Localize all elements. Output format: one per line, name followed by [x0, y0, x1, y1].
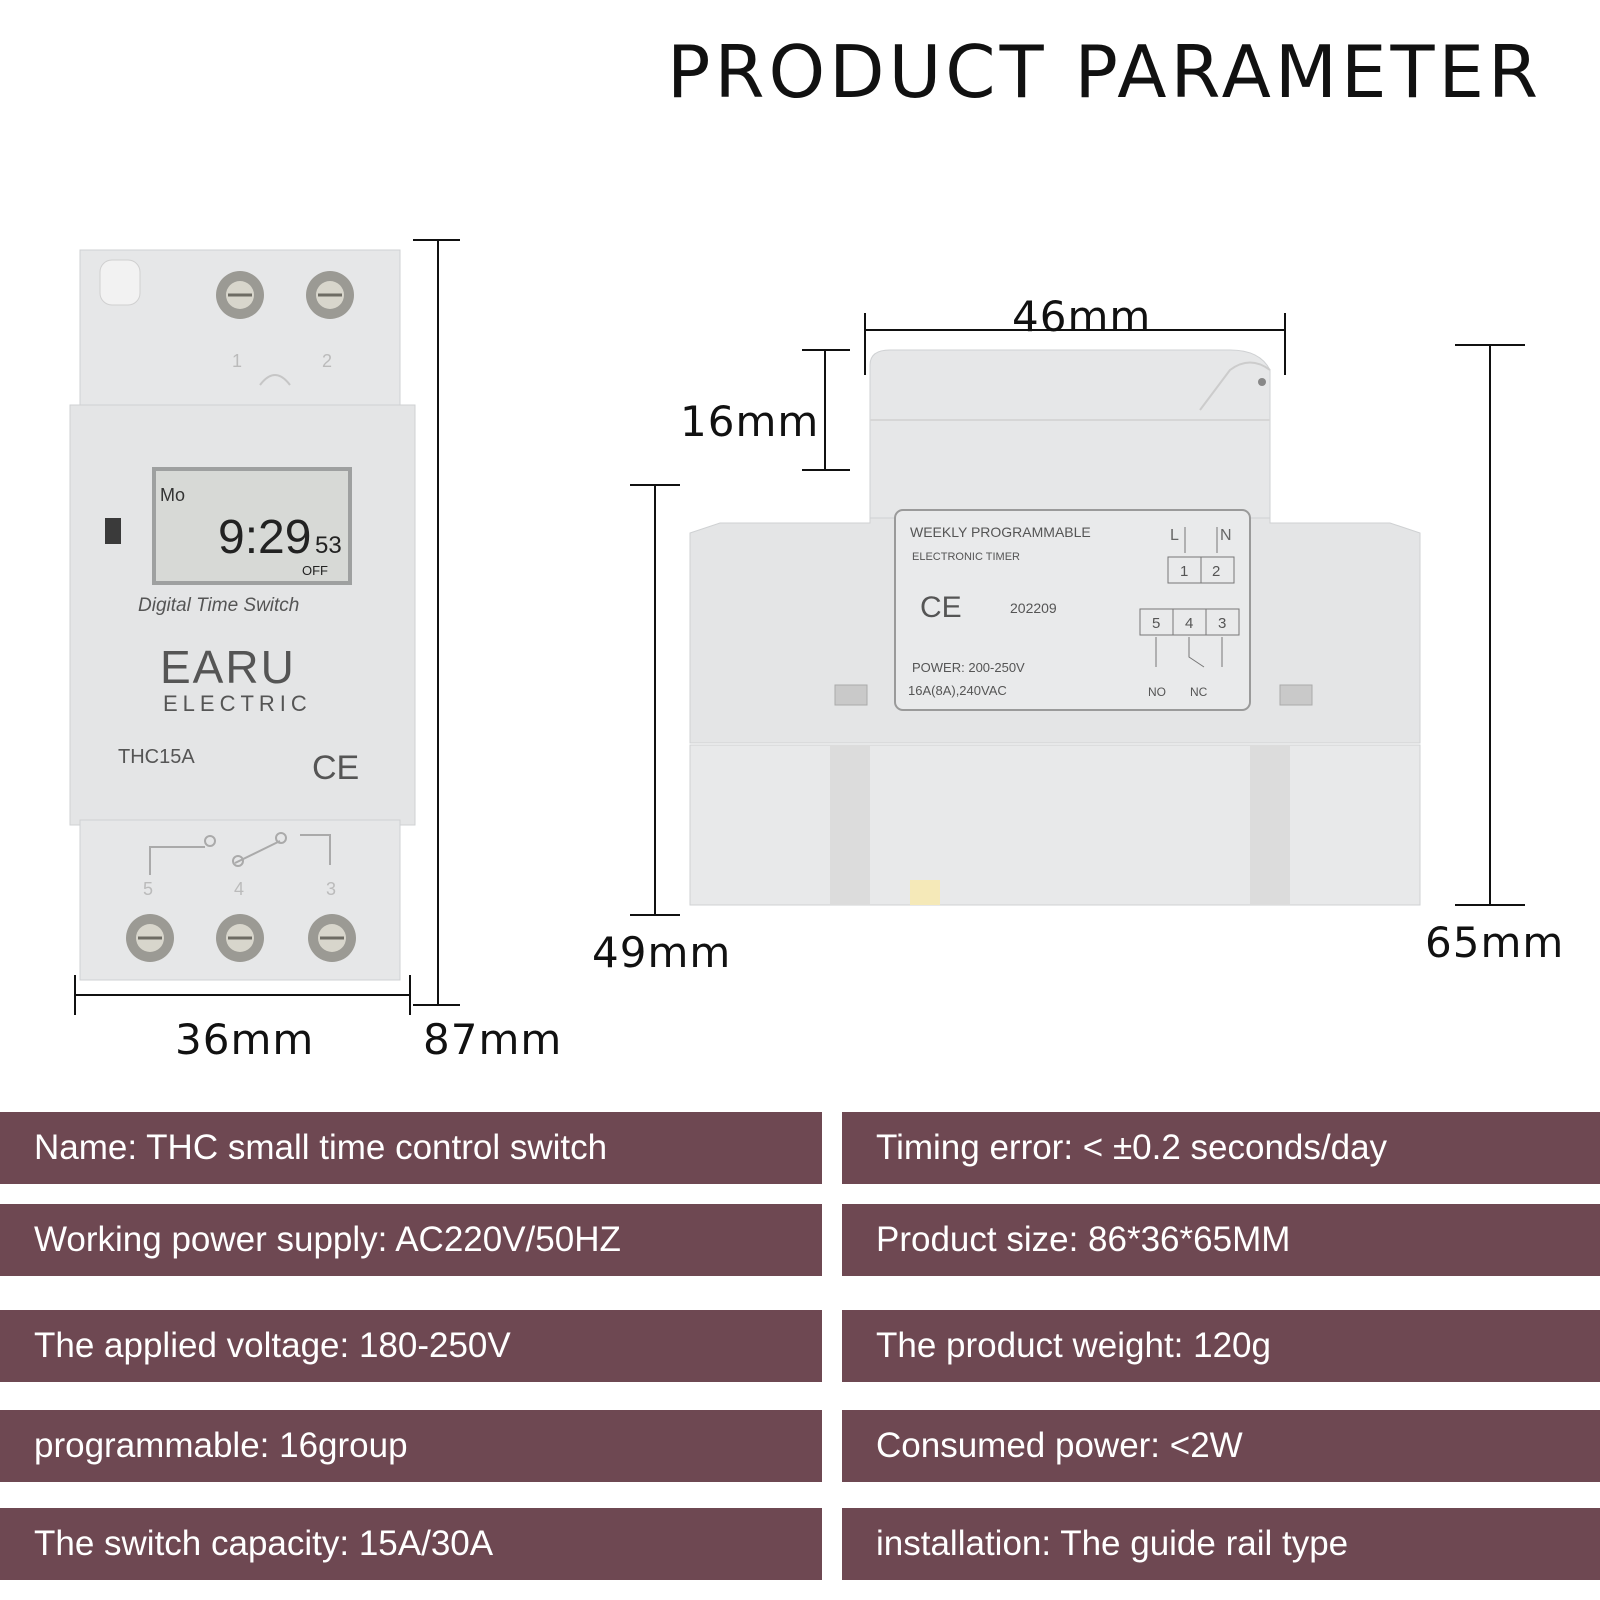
- term-label: 3: [1218, 615, 1226, 632]
- param-text: Name: THC small time control switch: [34, 1128, 608, 1167]
- label-power: POWER: 200-250V: [912, 660, 1025, 675]
- ce-mark: CE: [312, 749, 359, 787]
- screw-icon: [216, 271, 264, 319]
- screw-icon: [306, 271, 354, 319]
- param-row: Name: THC small time control switch: [0, 1112, 822, 1184]
- param-row: The switch capacity: 15A/30A: [0, 1508, 822, 1580]
- side-view-illustration: WEEKLY PROGRAMMABLE ELECTRONIC TIMER CE …: [630, 313, 1525, 916]
- param-text: Consumed power: <2W: [876, 1426, 1243, 1465]
- terminal-label: 3: [326, 879, 336, 899]
- lcd-seconds: 53: [315, 532, 342, 559]
- device-caption: Digital Time Switch: [138, 595, 299, 616]
- param-text: The switch capacity: 15A/30A: [34, 1524, 494, 1563]
- label-plate: [894, 509, 1251, 711]
- term-l: L: [1170, 527, 1179, 544]
- lcd-time: 9:29: [218, 511, 311, 564]
- param-row: installation: The guide rail type: [842, 1508, 1600, 1580]
- dimension-total-depth: 65mm: [1425, 918, 1565, 967]
- param-text: Timing error: < ±0.2 seconds/day: [876, 1128, 1388, 1167]
- param-text: Product size: 86*36*65MM: [876, 1220, 1291, 1259]
- terminal-label: 2: [322, 351, 332, 371]
- term-label: 2: [1212, 563, 1220, 580]
- dimension-body-height: 49mm: [592, 928, 732, 977]
- param-text: installation: The guide rail type: [876, 1524, 1349, 1563]
- lcd-state: OFF: [302, 563, 328, 578]
- label-rating: 16A(8A),240VAC: [908, 683, 1007, 698]
- param-row: The applied voltage: 180-250V: [0, 1310, 822, 1382]
- param-text: programmable: 16group: [34, 1426, 408, 1465]
- dimension-width-front: 36mm: [175, 1015, 315, 1064]
- ce-mark: CE: [920, 591, 962, 624]
- param-text: Working power supply: AC220V/50HZ: [34, 1220, 621, 1259]
- terminal-label: 4: [234, 879, 244, 899]
- screw-icon: [216, 914, 264, 962]
- dimension-width-top: 46mm: [1012, 292, 1152, 341]
- param-row: The product weight: 120g: [842, 1310, 1600, 1382]
- dimension-height-front: 87mm: [423, 1015, 563, 1064]
- term-label: 5: [1152, 615, 1160, 632]
- terminal-label: 5: [143, 879, 153, 899]
- model-label: THC15A: [118, 746, 195, 768]
- label-line1: WEEKLY PROGRAMMABLE: [910, 524, 1091, 540]
- term-label: 1: [1180, 563, 1188, 580]
- label-code: 202209: [1010, 600, 1057, 616]
- param-row: Timing error: < ±0.2 seconds/day: [842, 1112, 1600, 1184]
- param-row: Consumed power: <2W: [842, 1410, 1600, 1482]
- param-text: The applied voltage: 180-250V: [34, 1326, 511, 1365]
- param-row: Product size: 86*36*65MM: [842, 1204, 1600, 1276]
- screw-icon: [308, 914, 356, 962]
- dimension-top-height: 16mm: [680, 397, 820, 446]
- terminal-label: 1: [232, 351, 242, 371]
- label-no: NO: [1148, 685, 1166, 699]
- label-line2: ELECTRONIC TIMER: [912, 551, 1020, 563]
- param-text: The product weight: 120g: [876, 1326, 1271, 1365]
- brand-sub: ELECTRIC: [163, 691, 312, 716]
- lcd-day: Mo: [160, 485, 185, 505]
- term-label: 4: [1185, 615, 1193, 632]
- brand-logo: EARU: [160, 641, 296, 693]
- label-nc: NC: [1190, 685, 1208, 699]
- term-n: N: [1220, 527, 1232, 544]
- screw-icon: [126, 914, 174, 962]
- lcd-display: [156, 471, 348, 581]
- param-row: Working power supply: AC220V/50HZ: [0, 1204, 822, 1276]
- param-row: programmable: 16group: [0, 1410, 822, 1482]
- page-title: PRODUCT PARAMETER: [667, 30, 1542, 114]
- front-view-illustration: 1 2 Mo 9:29 53 OFF Digital Time Switch E…: [69, 239, 460, 1015]
